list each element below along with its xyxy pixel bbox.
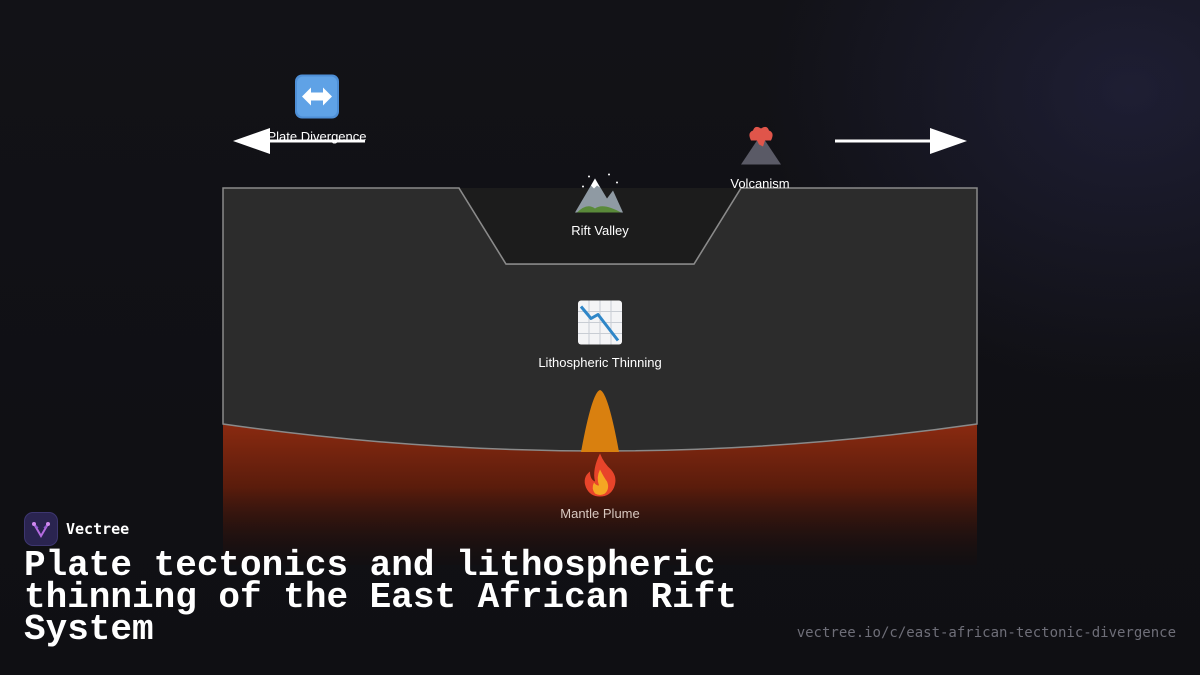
mantle-plume-label: Mantle Plume xyxy=(560,506,640,521)
lithospheric-thinning-label: Lithospheric Thinning xyxy=(538,355,662,370)
rift-valley-label: Rift Valley xyxy=(571,223,629,238)
right-divergence-arrow xyxy=(835,128,967,154)
volcanism-label: Volcanism xyxy=(730,176,790,191)
rift-valley-outline xyxy=(458,187,742,265)
mountain-icon xyxy=(573,169,625,218)
rift-valley-depression xyxy=(459,188,741,264)
page-title: Plate tectonics and lithospheric thinnin… xyxy=(24,545,737,650)
plate-divergence-label: Plate Divergence xyxy=(267,129,367,144)
brand-name: Vectree xyxy=(66,520,130,538)
fire-icon xyxy=(578,452,622,501)
vectree-logo xyxy=(24,512,58,546)
chart-decreasing-icon xyxy=(576,299,624,350)
source-url[interactable]: vectree.io/c/east-african-tectonic-diver… xyxy=(796,625,1176,641)
mantle-plume-shape xyxy=(581,390,619,452)
volcano-icon xyxy=(737,121,785,172)
brand: Vectree xyxy=(24,512,129,546)
left-divergence-arrow xyxy=(233,128,365,154)
left-right-arrow-icon xyxy=(293,73,341,124)
